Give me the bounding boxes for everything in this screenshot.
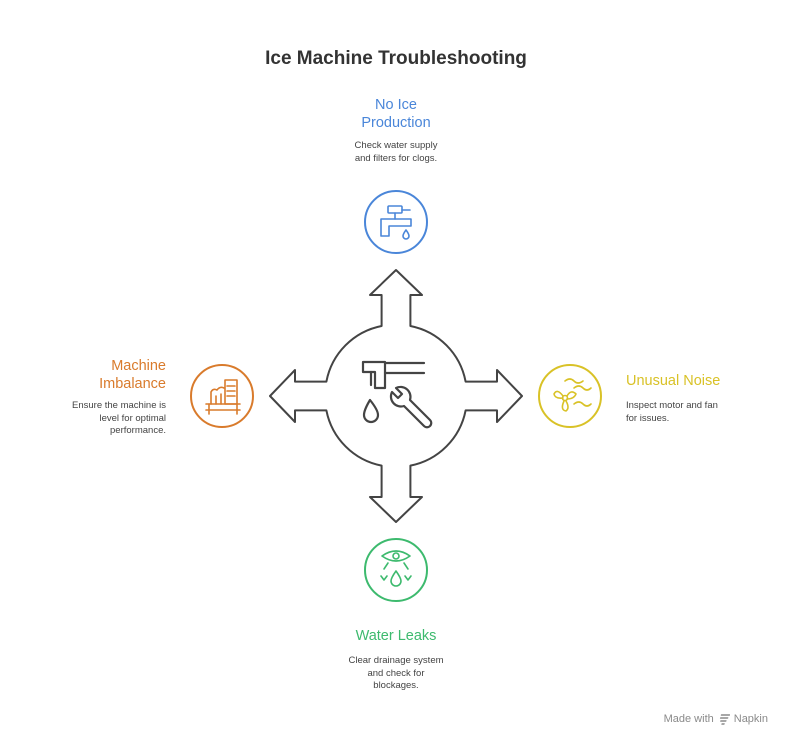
label-machine-imbalance: Machine Imbalance [40,357,166,393]
desc-no-ice-line1: Check water supply [354,140,438,151]
label-no-ice-production: No Ice Production [316,96,476,132]
label-imbalance-line2: Imbalance [99,376,166,392]
napkin-brand-text: Napkin [733,713,768,725]
faucet-icon [380,205,412,240]
label-no-ice-line2: Production [361,115,431,131]
desc-leaks-line2: and check for [367,667,425,679]
hub-outline-with-arrows [269,269,523,523]
desc-noise-line1: Inspect motor and fan [626,400,718,411]
desc-machine-imbalance: Ensure the machine is level for optimal … [40,400,166,438]
faucet-wrench-icon [361,360,433,429]
node-water-leaks [364,538,428,602]
central-hub [269,269,523,523]
desc-no-ice-line2: and filters for clogs. [354,152,438,164]
label-no-ice-line1: No Ice [375,97,417,113]
desc-leaks-line3: blockages. [373,680,419,691]
label-unusual-noise: Unusual Noise [626,373,721,389]
desc-noise-line2: for issues. [626,412,670,424]
label-imbalance-line1: Machine [111,358,166,374]
desc-no-ice-production: Check water supply and filters for clogs… [316,140,476,165]
desc-unusual-noise: Inspect motor and fan for issues. [626,400,776,425]
node-no-ice-production [364,190,428,254]
desc-imbalance-line2: level for optimal [99,412,166,424]
node-machine-imbalance [190,364,254,428]
leak-detect-icon [380,550,412,587]
page-title: Ice Machine Troubleshooting [265,48,527,69]
fan-noise-icon [553,378,592,412]
label-water-leaks: Water Leaks [355,628,437,644]
desc-leaks-line1: Clear drainage system [348,655,444,666]
napkin-logo-icon [719,714,730,725]
desc-water-leaks: Clear drainage system and check for bloc… [316,655,476,693]
level-bench-icon [205,379,241,415]
desc-imbalance-line1: Ensure the machine is [72,400,166,411]
node-unusual-noise [538,364,602,428]
desc-imbalance-line3: performance. [110,425,166,436]
made-with-text: Made with [663,713,714,725]
made-with-napkin-footer[interactable]: Made with Napkin [664,713,768,725]
